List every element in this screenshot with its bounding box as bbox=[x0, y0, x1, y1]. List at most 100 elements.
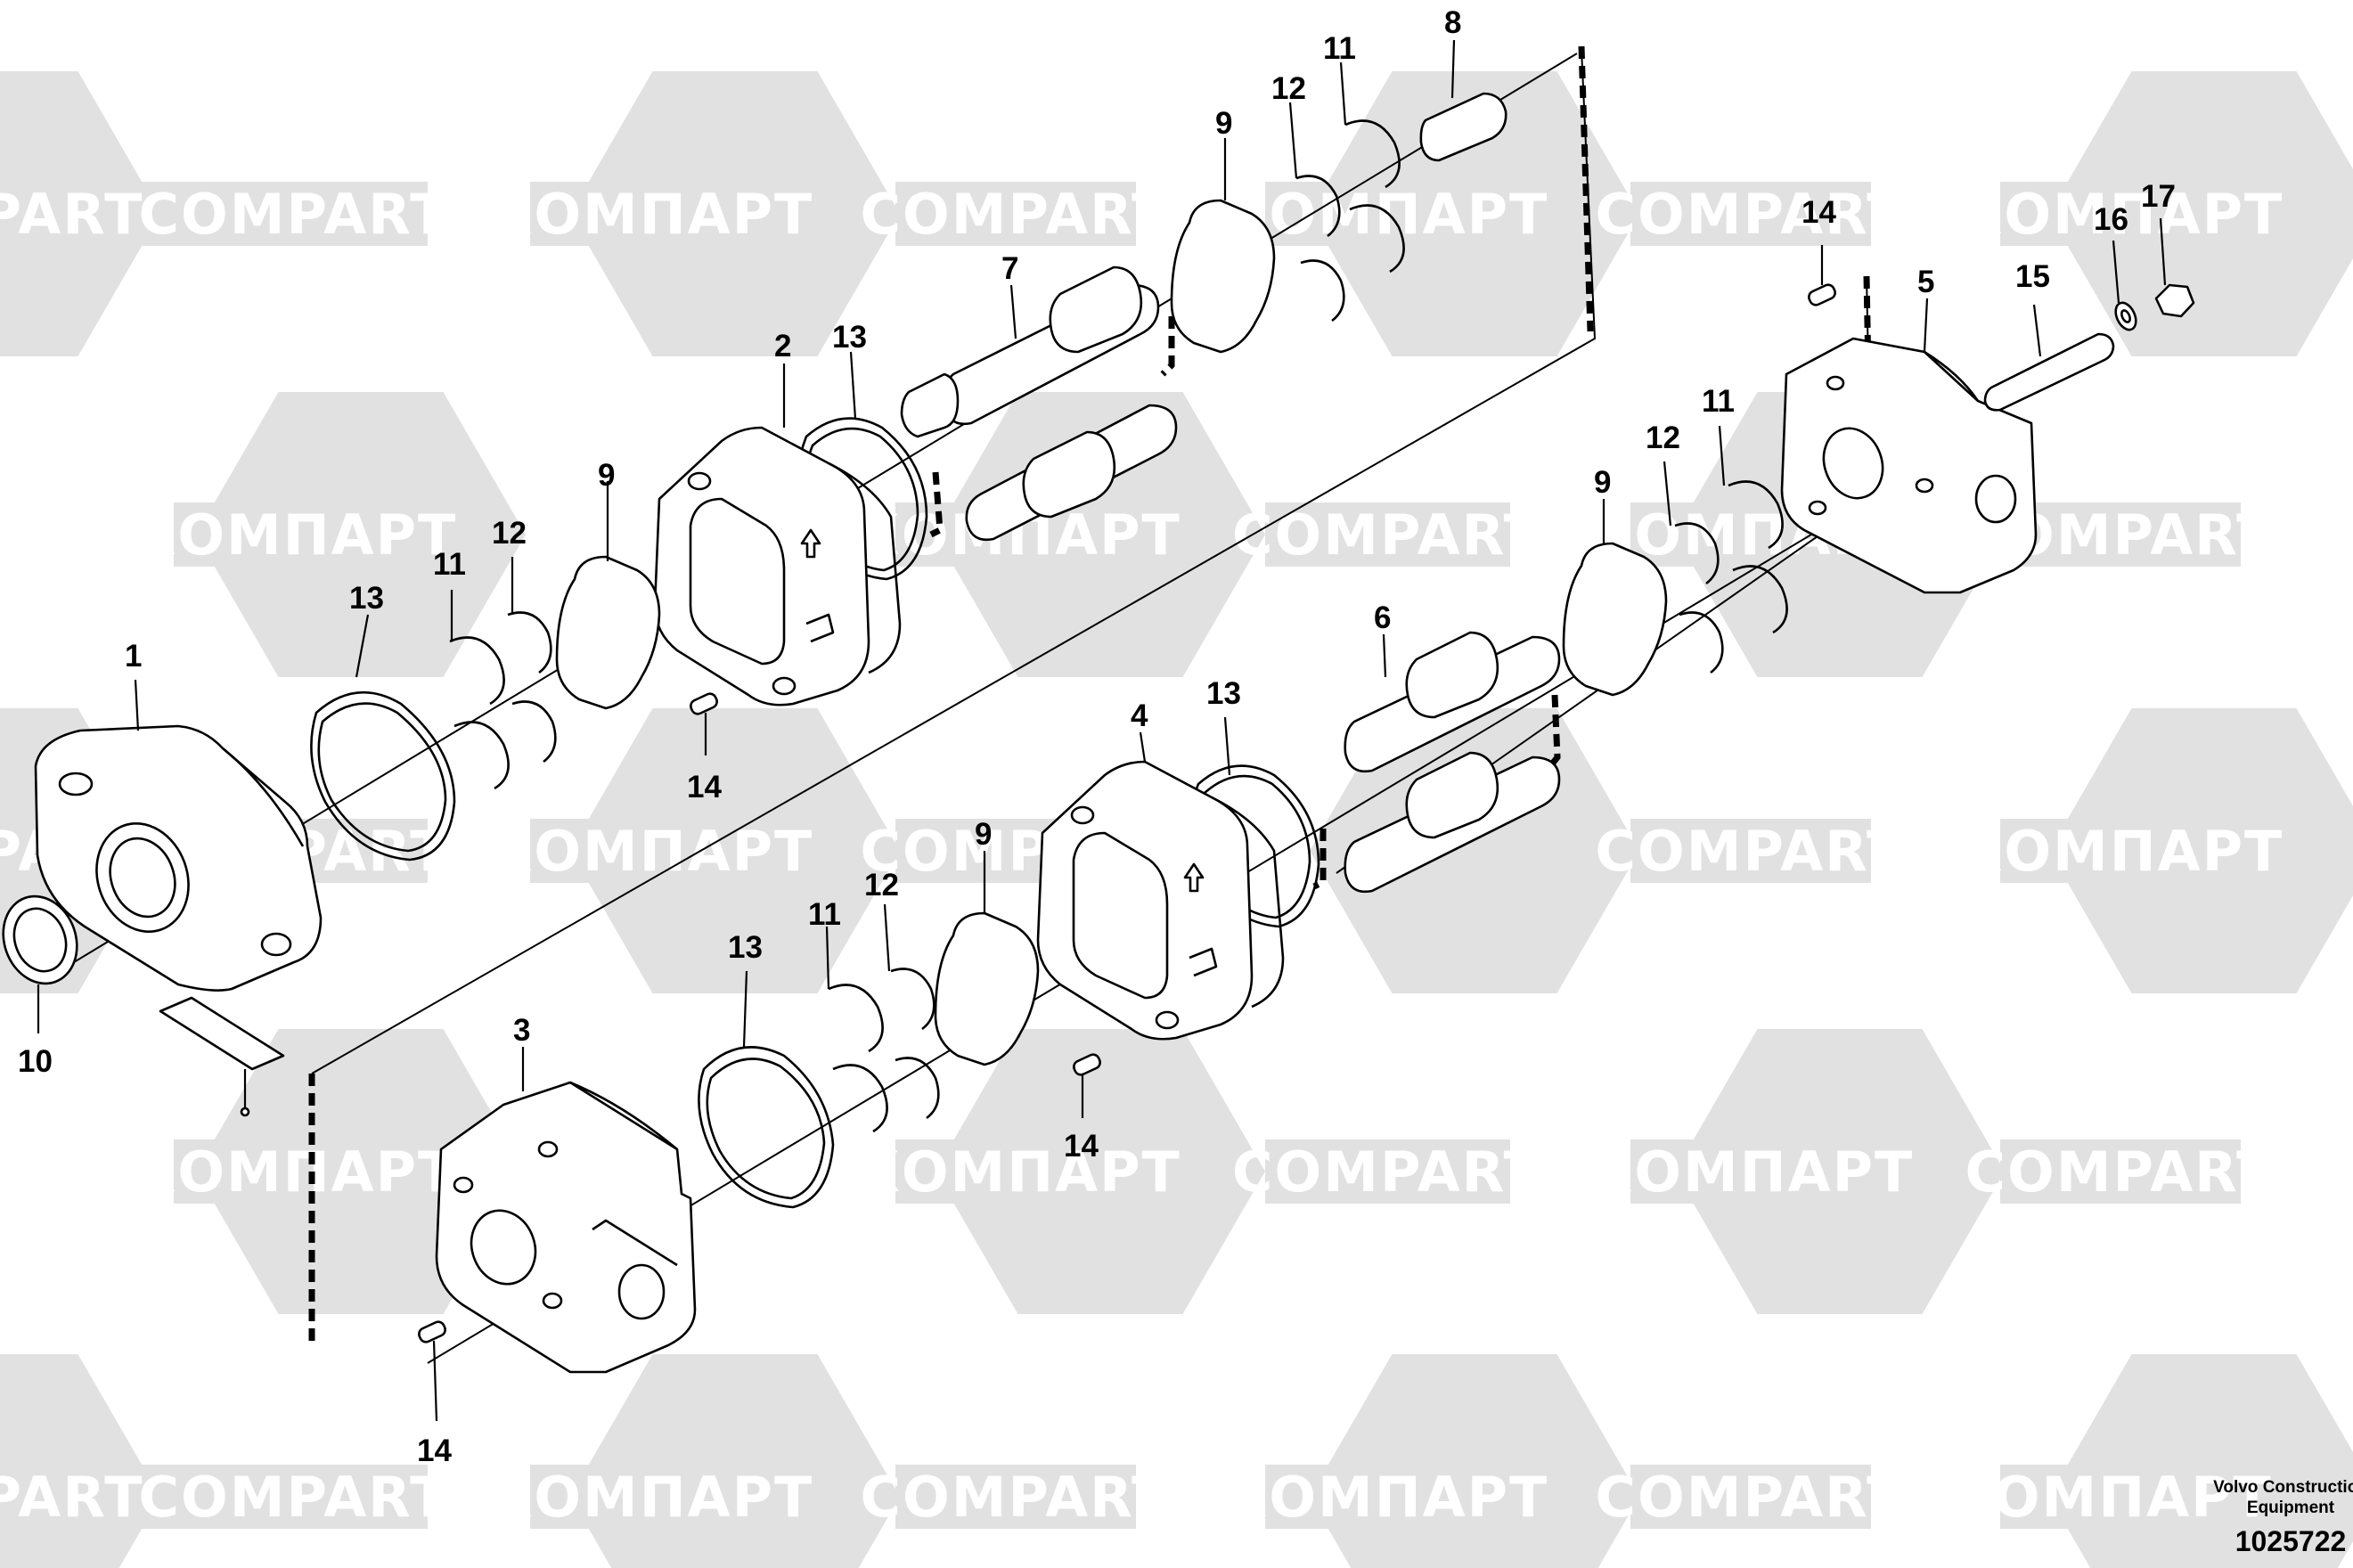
watermark-band bbox=[2000, 819, 2241, 883]
part-rear-cover bbox=[1780, 337, 2038, 594]
watermark-text: COMPART bbox=[861, 182, 1172, 247]
watermark-band bbox=[2000, 182, 2241, 246]
watermark-text: COMPART bbox=[1596, 1465, 1907, 1530]
part-gear-housing-upper bbox=[653, 426, 902, 706]
credit-line-1: Volvo Construction bbox=[2213, 1478, 2353, 1497]
callout-16: 16 bbox=[2094, 202, 2128, 237]
part-stud-washer-nut bbox=[1983, 283, 2195, 412]
callout-14b: 14 bbox=[1064, 1129, 1099, 1164]
callout-12c: 12 bbox=[1646, 421, 1680, 455]
watermark-text: КОМПАРТ bbox=[1957, 819, 2284, 884]
callout-14c: 14 bbox=[417, 1433, 452, 1468]
watermark-text: COMPART bbox=[1596, 182, 1907, 247]
credit-block: Volvo Construction Equipment 1025722 bbox=[2213, 1478, 2353, 1557]
callout-9b: 9 bbox=[1215, 106, 1232, 141]
watermark-text: КОМПАРТ bbox=[487, 182, 814, 247]
watermark-band bbox=[1265, 182, 1506, 246]
watermark-band bbox=[160, 1465, 428, 1529]
watermark-text: COMPART bbox=[1596, 819, 1907, 884]
callout-11a: 11 bbox=[433, 547, 466, 582]
watermark-hexagon bbox=[570, 1354, 900, 1568]
watermark-text: COMPART bbox=[1965, 1139, 2276, 1205]
watermark-band bbox=[1630, 819, 1871, 883]
watermark-band bbox=[174, 502, 414, 567]
watermark-text: КОМПАРТ bbox=[1957, 182, 2284, 247]
watermark-text: COMPART bbox=[1232, 502, 1543, 568]
watermark-band bbox=[530, 182, 771, 246]
callout-15: 15 bbox=[2015, 259, 2050, 294]
watermark-text: КОМПАРТ bbox=[487, 819, 814, 884]
watermark-text: COMPART bbox=[1232, 1139, 1543, 1205]
watermark-text: COMPART bbox=[139, 1465, 450, 1530]
callout-14d: 14 bbox=[1802, 195, 1836, 230]
callout-11d: 11 bbox=[808, 897, 841, 932]
watermark-hexagon bbox=[0, 1354, 160, 1568]
watermark-text: КОМПАРТ bbox=[131, 502, 458, 568]
callout-labels: 1 2 3 4 5 6 7 8 9 9 9 9 10 11 11 11 11 1… bbox=[18, 5, 2176, 1468]
watermark-band bbox=[895, 182, 1136, 246]
callout-12b: 12 bbox=[1271, 71, 1306, 106]
callout-12d: 12 bbox=[864, 868, 899, 902]
watermark-text: PART bbox=[0, 182, 143, 247]
callout-12a: 12 bbox=[492, 516, 527, 551]
figure-number: 1025722 bbox=[2235, 1525, 2347, 1557]
watermark-hexagon bbox=[1310, 1354, 1639, 1568]
watermark-band bbox=[1265, 1139, 1510, 1204]
watermark-band bbox=[2000, 502, 2241, 567]
callout-11c: 11 bbox=[1702, 384, 1735, 419]
watermark-text: КОМПАРТ bbox=[1946, 1465, 2273, 1530]
watermark-text: COMPART bbox=[861, 1465, 1172, 1530]
part-gear-shafts bbox=[900, 265, 1561, 894]
callout-6: 6 bbox=[1374, 600, 1391, 635]
watermark-band bbox=[530, 1465, 771, 1529]
watermark-band bbox=[2000, 1139, 2241, 1204]
watermark-band bbox=[1630, 1139, 1871, 1204]
callout-13c: 13 bbox=[1206, 676, 1241, 711]
watermark-band bbox=[1630, 1465, 1871, 1529]
callout-17: 17 bbox=[2141, 179, 2176, 214]
part-retaining-clips bbox=[449, 119, 1788, 1133]
callout-7: 7 bbox=[1001, 251, 1018, 286]
part-wear-plates bbox=[555, 199, 1668, 1066]
watermark-text: КОМПАРТ bbox=[854, 1139, 1181, 1205]
callout-13a: 13 bbox=[349, 581, 384, 616]
watermark-band bbox=[895, 1465, 1136, 1529]
part-gear-housing-lower bbox=[1036, 760, 1285, 1041]
callout-2: 2 bbox=[774, 329, 791, 363]
callout-8: 8 bbox=[1444, 5, 1461, 40]
watermark-band bbox=[1265, 1465, 1506, 1529]
callout-9c: 9 bbox=[975, 817, 992, 852]
watermark-text: КОМПАРТ bbox=[1222, 1465, 1549, 1530]
callout-9d: 9 bbox=[1594, 465, 1611, 500]
watermark-text: КОМПАРТ bbox=[131, 1139, 458, 1205]
callout-13d: 13 bbox=[728, 930, 763, 965]
callout-10: 10 bbox=[18, 1044, 53, 1079]
watermark-band bbox=[895, 1139, 1140, 1204]
watermark-band bbox=[1265, 502, 1510, 567]
part-dowel-pins bbox=[418, 283, 1836, 1343]
part-shaft-seal bbox=[2, 894, 78, 985]
credit-line-2: Equipment bbox=[2247, 1499, 2335, 1517]
watermark-text: КОМПАРТ bbox=[487, 1465, 814, 1530]
callout-11b: 11 bbox=[1323, 31, 1356, 66]
watermark-band bbox=[1630, 182, 1871, 246]
callout-1: 1 bbox=[125, 639, 142, 674]
watermark-text: COMPART bbox=[139, 182, 450, 247]
part-nameplate bbox=[159, 996, 285, 1117]
watermark-text: PART bbox=[0, 1465, 143, 1530]
callout-13b: 13 bbox=[832, 320, 867, 355]
part-front-cover bbox=[34, 724, 323, 992]
watermark-band bbox=[2000, 1465, 2218, 1529]
callout-5: 5 bbox=[1917, 265, 1934, 299]
watermark-band bbox=[160, 182, 428, 246]
watermark-band bbox=[530, 819, 771, 883]
watermark-band bbox=[174, 1139, 414, 1204]
callout-leaders bbox=[37, 39, 2167, 1422]
part-pump-body bbox=[435, 1081, 697, 1374]
callout-4: 4 bbox=[1131, 698, 1148, 733]
callout-3: 3 bbox=[513, 1013, 530, 1048]
watermark-text: КОМПАРТ bbox=[1588, 1139, 1915, 1205]
callout-9a: 9 bbox=[598, 458, 615, 493]
part-bushing-pin bbox=[1419, 92, 1507, 162]
